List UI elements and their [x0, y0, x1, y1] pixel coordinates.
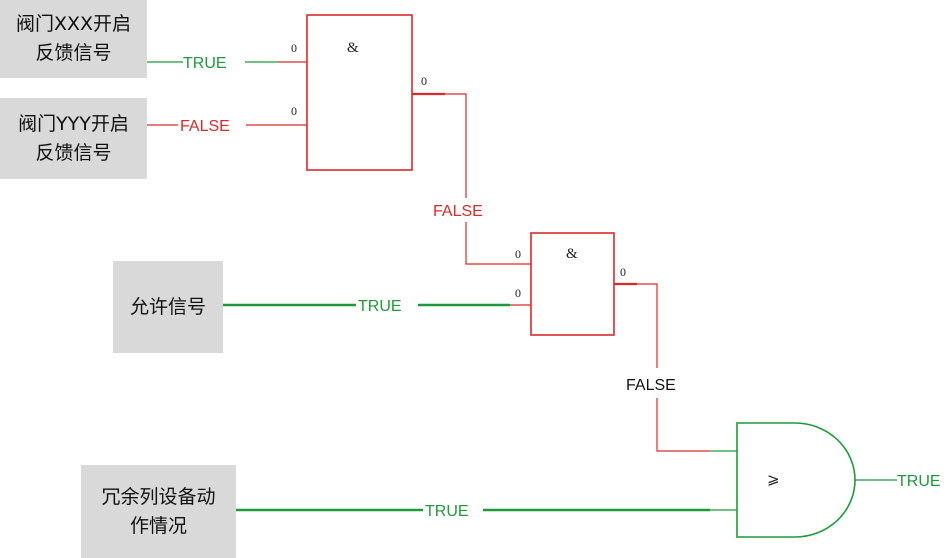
- and-gate-1-pin-out: 0: [421, 74, 427, 88]
- and-gate-1: [306, 14, 413, 171]
- or-gate: [736, 422, 856, 538]
- signal-redundant-value: TRUE: [425, 503, 469, 520]
- and-gate-2-symbol: &: [566, 246, 578, 262]
- signal-and1-output: FALSE: [433, 203, 483, 220]
- input-valve-xxx-feedback: 阀门XXX开启 反馈信号: [0, 0, 147, 78]
- and-gate-1-symbol: &: [347, 40, 359, 56]
- and-gate-2-pin-out: 0: [620, 265, 626, 279]
- input-redundant-equipment: 冗余列设备动 作情况: [81, 465, 236, 558]
- signal-valve-yyy-value: FALSE: [180, 118, 230, 135]
- wire-and1-output: [412, 92, 531, 265]
- input-permit-signal: 允许信号: [113, 261, 223, 353]
- and-gate-1-pin-in1: 0: [291, 41, 297, 55]
- wire-and2-output: [614, 282, 737, 452]
- signal-or-output: TRUE: [897, 473, 941, 490]
- and-gate-2-pin-in2: 0: [515, 286, 521, 300]
- input-valve-yyy-feedback: 阀门YYY开启 反馈信号: [0, 98, 147, 179]
- and-gate-2-pin-in1: 0: [515, 247, 521, 261]
- signal-valve-xxx-value: TRUE: [183, 55, 227, 72]
- and-gate-1-pin-in2: 0: [291, 104, 297, 118]
- signal-permit-value: TRUE: [358, 298, 402, 315]
- or-gate-symbol: ⩾: [767, 472, 780, 488]
- signal-and2-output: FALSE: [626, 377, 676, 394]
